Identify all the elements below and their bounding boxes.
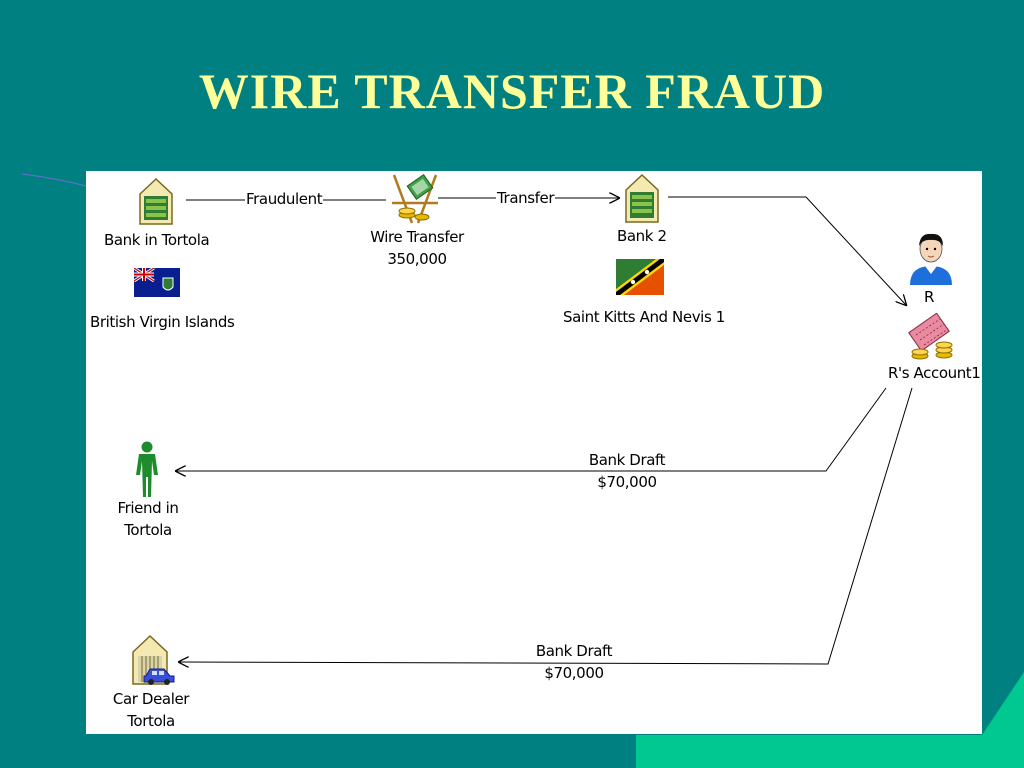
node-label-car-dealer-line1: Car Dealer xyxy=(112,690,190,708)
bank-money-icon xyxy=(139,177,173,225)
node-label-bank-tortola: Bank in Tortola xyxy=(104,231,210,249)
node-label-saint-kitts-nevis: Saint Kitts And Nevis 1 xyxy=(563,308,725,326)
node-label-friend-line2: Tortola xyxy=(124,521,172,539)
node-label-wire-transfer-amount: 350,000 xyxy=(387,250,447,268)
link-bank2-account xyxy=(668,196,906,305)
node-label-bank-2: Bank 2 xyxy=(617,227,667,245)
node-label-r: R xyxy=(923,288,935,306)
node-label-bvi: British Virgin Islands xyxy=(90,313,235,331)
saint-kitts-nevis-flag-icon xyxy=(616,259,664,295)
node-label-r-account: R's Account1 xyxy=(888,364,981,382)
edge-label-draft-car-title: Bank Draft xyxy=(535,642,613,660)
diagram-links xyxy=(86,171,913,734)
bvi-flag-icon xyxy=(134,268,180,297)
bank-money-icon xyxy=(625,173,659,223)
node-label-car-dealer-line2: Tortola xyxy=(127,712,175,730)
edge-label-transfer: Transfer xyxy=(496,188,556,209)
person-icon xyxy=(910,233,952,285)
edge-label-draft-friend-title: Bank Draft xyxy=(588,451,666,469)
node-label-friend-line1: Friend in xyxy=(117,499,179,517)
green-person-icon xyxy=(136,441,158,497)
slide-title: WIRE TRANSFER FRAUD xyxy=(198,63,826,119)
background-accent-bar xyxy=(636,735,1024,768)
link-account-car-dealer xyxy=(179,387,913,664)
node-label-wire-transfer-title: Wire Transfer xyxy=(370,228,464,246)
diagram-canvas: Bank in Tortola British Virgin Islands W… xyxy=(86,171,982,734)
edge-label-draft-car-amount: $70,000 xyxy=(544,664,604,682)
car-dealer-icon xyxy=(132,634,175,685)
background-accent-corner xyxy=(982,672,1024,735)
account-money-icon xyxy=(908,313,953,360)
edge-label-fraudulent: Fraudulent xyxy=(245,189,324,210)
link-account-friend xyxy=(176,387,887,471)
wire-transfer-icon xyxy=(392,174,438,224)
edge-label-draft-friend-amount: $70,000 xyxy=(597,473,657,491)
